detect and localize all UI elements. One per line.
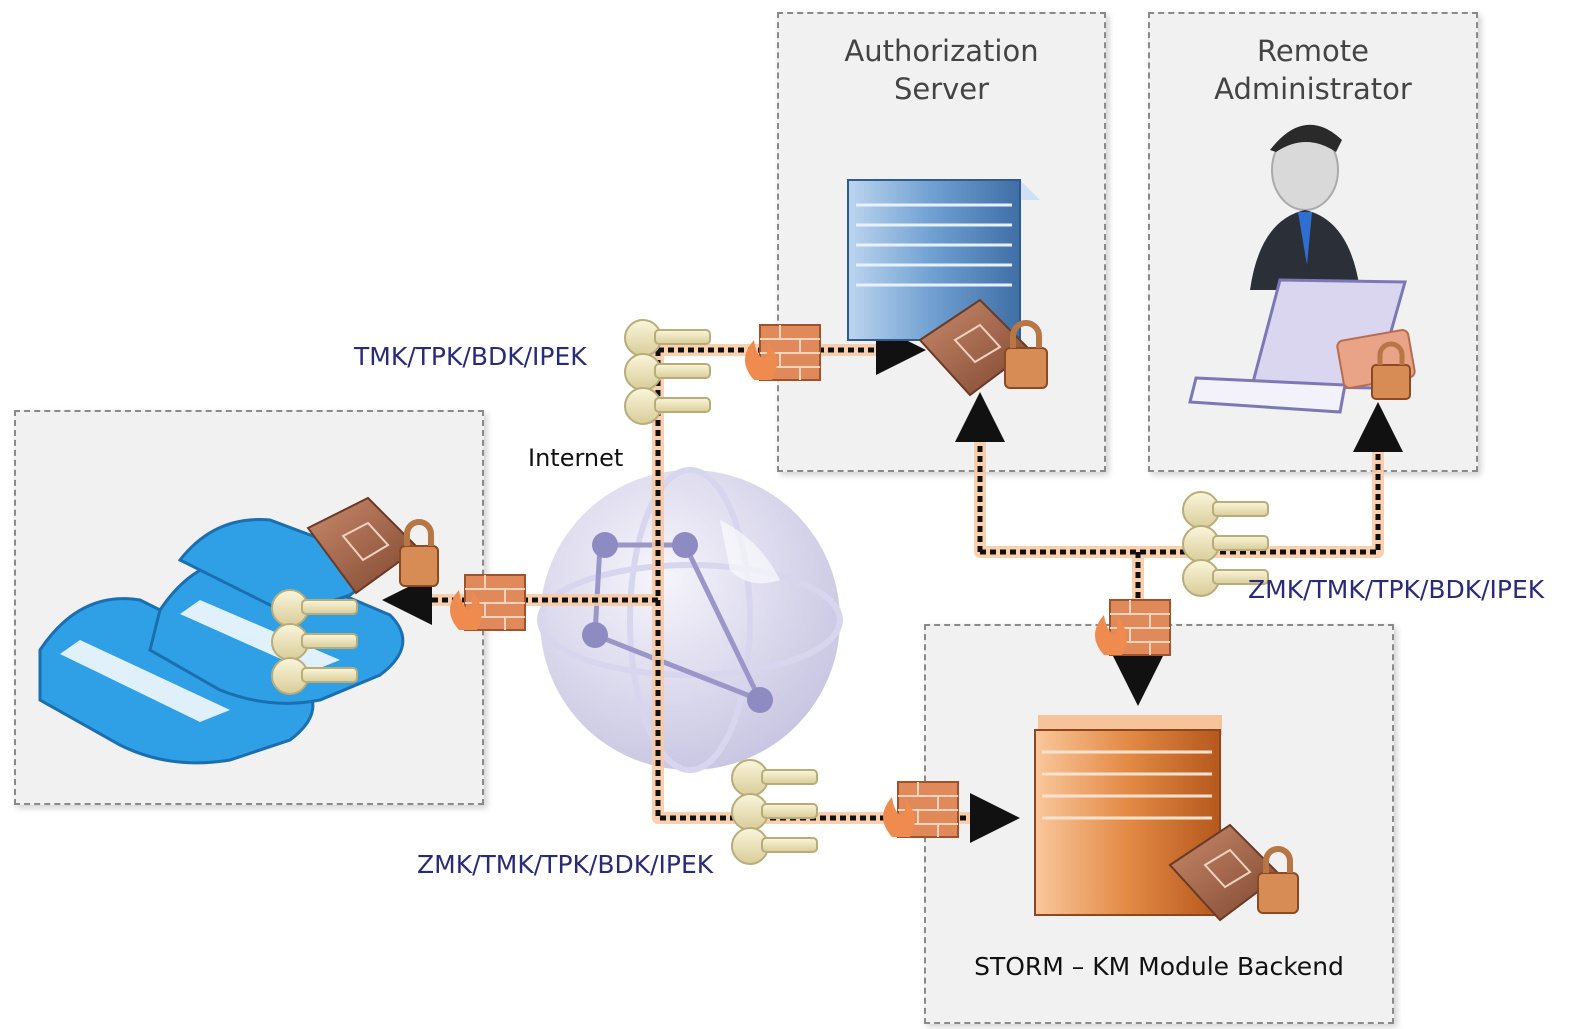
secure-chip-lock-icon bbox=[1168, 823, 1299, 922]
remote-administrator-title: Remote Administrator bbox=[1214, 34, 1412, 106]
keys-label-backend: ZMK/TMK/TPK/BDK/IPEK bbox=[417, 850, 714, 879]
km-module-title: STORM – KM Module Backend bbox=[974, 952, 1344, 981]
authorization-server-title: Authorization Server bbox=[844, 34, 1039, 106]
secure-chip-lock-icon bbox=[918, 298, 1048, 397]
firewall-icon bbox=[450, 324, 1171, 838]
keys-label-admin: ZMK/TMK/TPK/BDK/IPEK bbox=[1248, 575, 1545, 604]
server-icon bbox=[847, 179, 1040, 341]
keys-icon bbox=[271, 319, 1269, 865]
secure-chip-lock-icon bbox=[306, 496, 439, 595]
user-laptop-icon bbox=[1188, 124, 1416, 414]
globe-network-icon bbox=[537, 467, 843, 773]
keys-label-auth: TMK/TPK/BDK/IPEK bbox=[354, 342, 587, 371]
internet-label: Internet bbox=[528, 444, 624, 472]
